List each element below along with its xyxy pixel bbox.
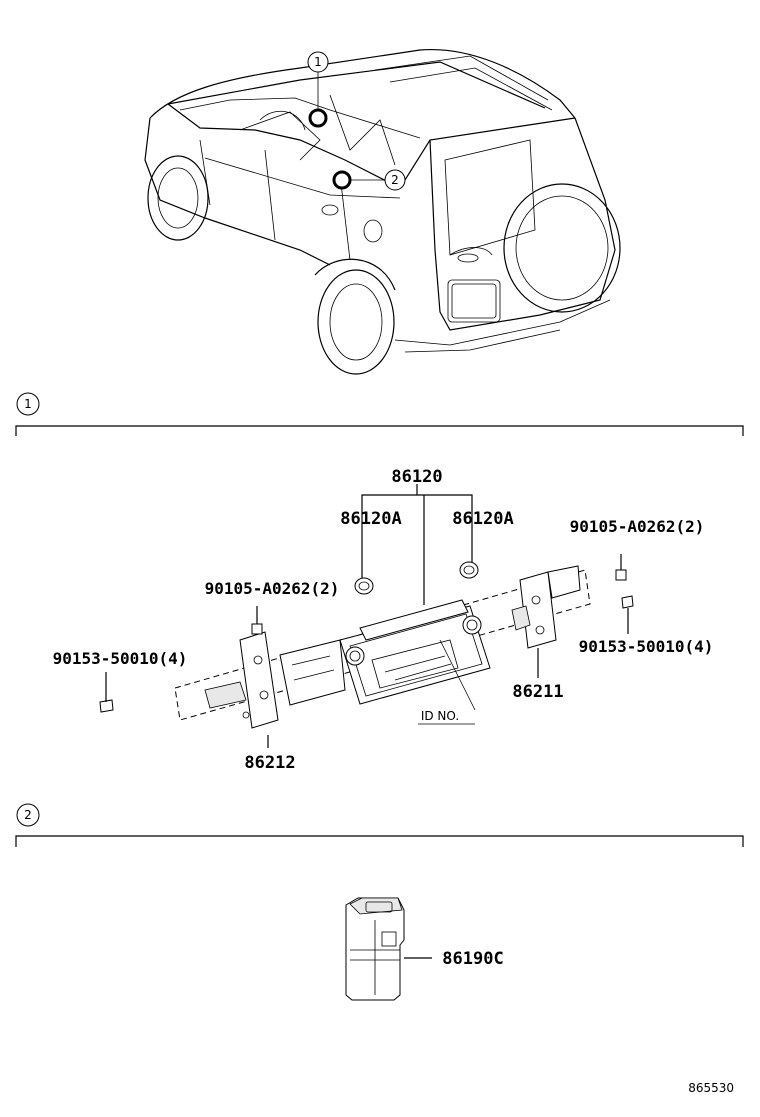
head-unit-drawing — [339, 599, 491, 705]
label-knob-left: 86120A — [340, 509, 401, 529]
knob-left-drawing — [354, 577, 374, 595]
label-screw-left: 90105-A0262(2) — [205, 579, 340, 598]
callout-1-label: 1 — [314, 55, 322, 69]
label-screw-right: 90105-A0262(2) — [570, 517, 705, 536]
label-bolt-left: 90153-50010(4) — [53, 649, 188, 668]
label-bracket-left: 86212 — [244, 753, 295, 773]
section-2-marker: 2 — [24, 808, 32, 822]
label-bolt-right: 90153-50010(4) — [579, 637, 714, 656]
bolt-right-drawing — [621, 595, 634, 634]
figure-code: 865530 — [688, 1081, 734, 1095]
audio-assembly-group — [99, 484, 634, 748]
label-switch: 86190C — [442, 949, 503, 969]
bolt-left-drawing — [99, 672, 114, 713]
screw-left-drawing — [251, 606, 263, 635]
vehicle-illustration — [144, 48, 621, 375]
section-2-header: 2 — [15, 803, 744, 847]
label-knob-right: 86120A — [452, 509, 513, 529]
callout-1: 1 — [307, 51, 329, 110]
section-1-header: 1 — [15, 392, 744, 436]
switch-drawing — [345, 897, 432, 1001]
bracket-right-drawing — [511, 565, 581, 649]
label-bracket-right: 86211 — [512, 682, 563, 702]
knob-right-drawing — [459, 561, 479, 579]
label-id-no: ID NO. — [421, 709, 459, 723]
screw-right-drawing — [615, 554, 627, 581]
callout-2: 2 — [350, 169, 406, 191]
callout-2-label: 2 — [391, 173, 399, 187]
label-audio-assembly: 86120 — [391, 467, 442, 487]
bracket-left-drawing — [204, 631, 346, 729]
section-1-marker: 1 — [24, 397, 32, 411]
